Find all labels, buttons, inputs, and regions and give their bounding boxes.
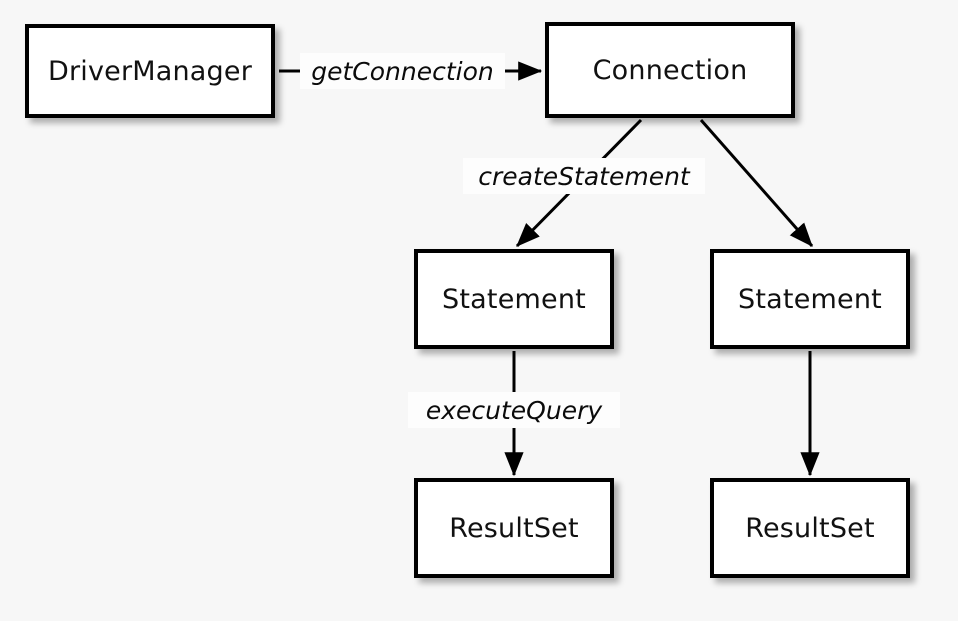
node-label-connection: Connection bbox=[592, 54, 748, 86]
node-label-resultset-right: ResultSet bbox=[745, 512, 875, 544]
node-label-driver-manager: DriverManager bbox=[47, 55, 253, 87]
edge-createstatement-right-line bbox=[699, 119, 814, 247]
node-label-statement-left: Statement bbox=[442, 283, 586, 315]
edge-label-createstatement: createStatement bbox=[463, 158, 705, 194]
node-connection[interactable]: Connection bbox=[545, 22, 795, 118]
node-statement-left[interactable]: Statement bbox=[414, 249, 614, 349]
node-statement-right[interactable]: Statement bbox=[710, 249, 910, 349]
node-resultset-right[interactable]: ResultSet bbox=[710, 478, 910, 578]
edge-label-getconnection: getConnection bbox=[300, 53, 505, 89]
edge-label-executequery: executeQuery bbox=[408, 392, 620, 428]
node-label-resultset-left: ResultSet bbox=[449, 512, 579, 544]
node-label-statement-right: Statement bbox=[738, 283, 882, 315]
node-driver-manager[interactable]: DriverManager bbox=[25, 24, 275, 118]
node-resultset-left[interactable]: ResultSet bbox=[414, 478, 614, 578]
